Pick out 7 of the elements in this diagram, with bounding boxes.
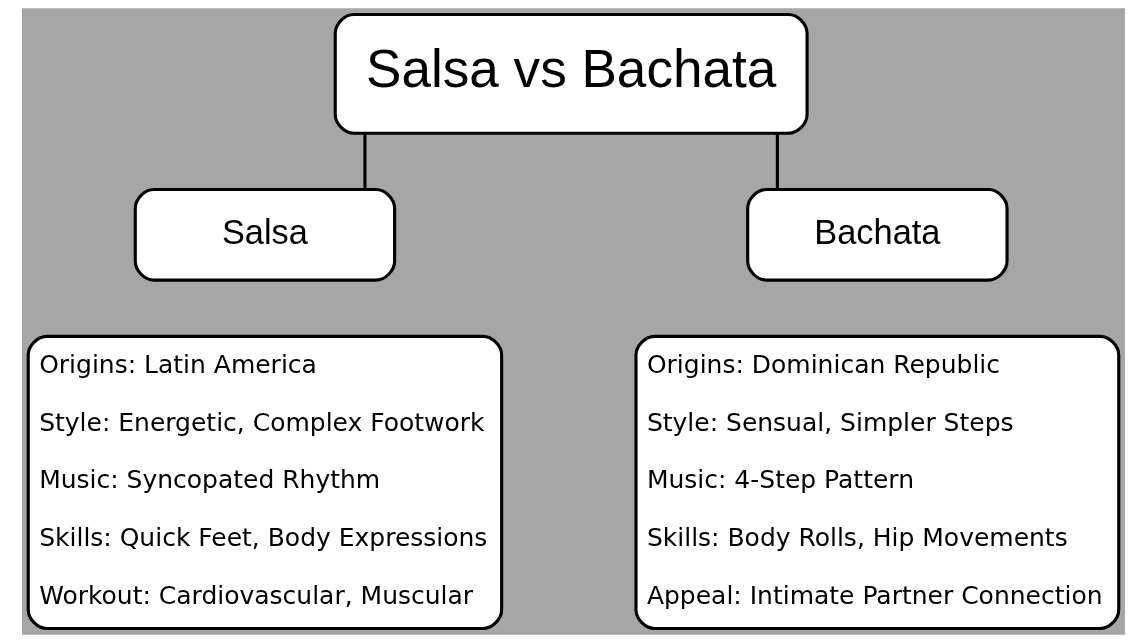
node-box: Origins: Latin America Style: Energetic, Complex Footwork Music: Syncopated Rhythm Skills: Quick Feet, Body Expressions Workout: Cardiovascular, Muscular [26, 334, 504, 631]
node-box: Origins: Dominican Republic Style: Sensual, Simpler Steps Music: 4-Step Pattern Skills: Body Rolls, Hip Movements Appeal: Intimate Partner Connection [634, 334, 1121, 631]
connector [363, 133, 367, 190]
node-box: Bachata [746, 187, 1009, 282]
connector [775, 133, 779, 190]
node-box: Salsa vs Bachata [333, 12, 809, 135]
node-box: Salsa [133, 187, 397, 282]
